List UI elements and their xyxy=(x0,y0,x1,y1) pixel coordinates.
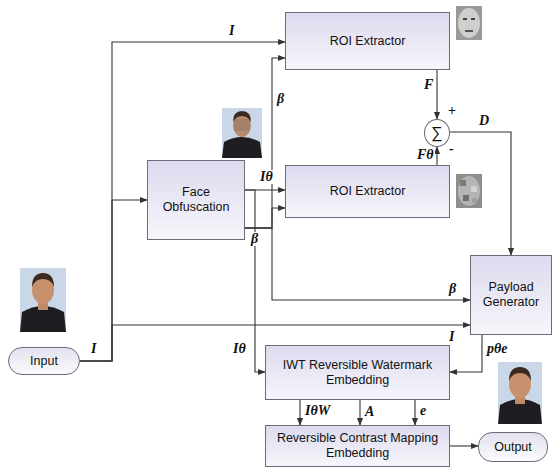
sum-circle: ∑ xyxy=(424,119,450,147)
node-text-group: ∑ xyxy=(431,123,442,142)
face-roi-thumbnail xyxy=(456,6,482,40)
mouth xyxy=(465,30,473,32)
connector-arrow xyxy=(80,200,147,361)
photo-ground xyxy=(222,108,262,158)
node-text-group: IWT Reversible Watermark Embedding xyxy=(272,358,443,388)
connector-arrow xyxy=(245,58,285,228)
photo-ground xyxy=(498,362,542,424)
signal-label: β xyxy=(276,92,285,106)
signal-label: e xyxy=(419,404,427,418)
face xyxy=(458,176,480,206)
node-text-group: Input xyxy=(30,354,58,369)
output-face-photo xyxy=(498,362,542,424)
signal-label: I xyxy=(228,24,235,38)
node-text-group: Output xyxy=(494,440,532,455)
process-box: Reversible Contrast Mapping Embedding xyxy=(265,425,450,467)
signal-label: Iθ xyxy=(259,170,274,184)
process-box: Face Obfuscation xyxy=(147,160,245,240)
node-label: Output xyxy=(494,440,532,455)
noise xyxy=(471,186,477,192)
eye xyxy=(463,18,467,20)
signal-label: Iθ xyxy=(232,342,247,356)
noise xyxy=(460,180,466,186)
noise xyxy=(472,198,477,203)
process-box: ROI Extractor xyxy=(285,12,450,70)
signal-label: pθe xyxy=(486,342,508,356)
signal-label: D xyxy=(478,114,490,128)
signal-label: I xyxy=(448,330,455,344)
connector-arrow xyxy=(436,147,437,165)
signal-label: A xyxy=(364,405,375,419)
obfuscated-roi-thumbnail xyxy=(456,174,482,208)
sign-label: - xyxy=(448,142,455,156)
node-text-group: Reversible Contrast Mapping Embedding xyxy=(272,431,443,461)
connector-arrow xyxy=(436,70,437,119)
node-label: ROI Extractor xyxy=(330,34,406,49)
io-pill: Input xyxy=(8,347,80,375)
process-box: IWT Reversible Watermark Embedding xyxy=(265,345,450,400)
face xyxy=(458,8,480,38)
signal-label: β xyxy=(448,282,457,296)
shirt xyxy=(222,137,262,158)
node-text-group: Payload Generator xyxy=(477,280,545,310)
connector-arrow xyxy=(450,132,511,255)
hair xyxy=(509,367,531,381)
node-text-group: ROI Extractor xyxy=(330,184,406,199)
thumb-ground xyxy=(456,6,482,40)
photo-ground xyxy=(20,268,66,332)
node-label: Face Obfuscation xyxy=(154,185,238,215)
process-box: Payload Generator xyxy=(470,255,552,335)
signal-label: IθW xyxy=(304,404,331,418)
connector-arrow xyxy=(299,400,300,425)
signal-label: β xyxy=(250,232,259,246)
node-text-group: ROI Extractor xyxy=(330,34,406,49)
node-label: IWT Reversible Watermark Embedding xyxy=(272,358,443,388)
node-text-group: Face Obfuscation xyxy=(154,185,238,215)
node-label: Input xyxy=(30,354,58,369)
hair xyxy=(233,111,251,122)
connector-arrow xyxy=(245,190,265,372)
noise xyxy=(463,195,469,201)
input-face-photo xyxy=(20,268,66,332)
connector-arrow xyxy=(80,42,285,361)
connector-arrow xyxy=(245,208,285,228)
obfuscated-face-photo xyxy=(222,108,262,158)
connector-arrow xyxy=(414,400,415,425)
process-box: ROI Extractor xyxy=(285,165,450,218)
obfuscated-area xyxy=(234,119,250,131)
connector-arrow xyxy=(359,400,360,425)
signal-label: F xyxy=(423,78,434,92)
connector-arrow xyxy=(450,445,478,446)
node-label: ∑ xyxy=(431,123,442,142)
eye xyxy=(471,18,475,20)
node-label: Reversible Contrast Mapping Embedding xyxy=(272,431,443,461)
connector-arrow xyxy=(245,228,470,300)
signal-label: Fθ xyxy=(416,148,435,162)
sign-label: + xyxy=(447,104,457,118)
io-pill: Output xyxy=(478,432,548,462)
node-label: ROI Extractor xyxy=(330,184,406,199)
node-label: Payload Generator xyxy=(477,280,545,310)
thumb-ground xyxy=(456,174,482,208)
signal-label: I xyxy=(90,342,97,356)
hair xyxy=(32,273,54,287)
